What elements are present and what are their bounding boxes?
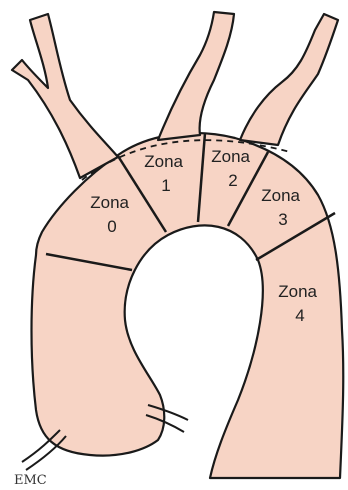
zone-2-word: Zona [211,147,250,166]
zone-4-word: Zona [278,282,317,301]
zone-0-word: Zona [90,193,129,212]
coronary-vessel [22,430,60,462]
zone-3-number: 3 [278,210,287,229]
zone-4-number: 4 [295,306,304,325]
brachiocephalic-trunk [12,14,118,178]
left-common-carotid [158,12,234,140]
left-subclavian [240,14,338,145]
zone-1-number: 1 [161,176,170,195]
zone-3-word: Zona [261,186,300,205]
zone-0-number: 0 [107,217,116,236]
zone-2-number: 2 [228,171,237,190]
zone-1-word: Zona [144,152,183,171]
emc-signature: EMC [14,473,47,488]
